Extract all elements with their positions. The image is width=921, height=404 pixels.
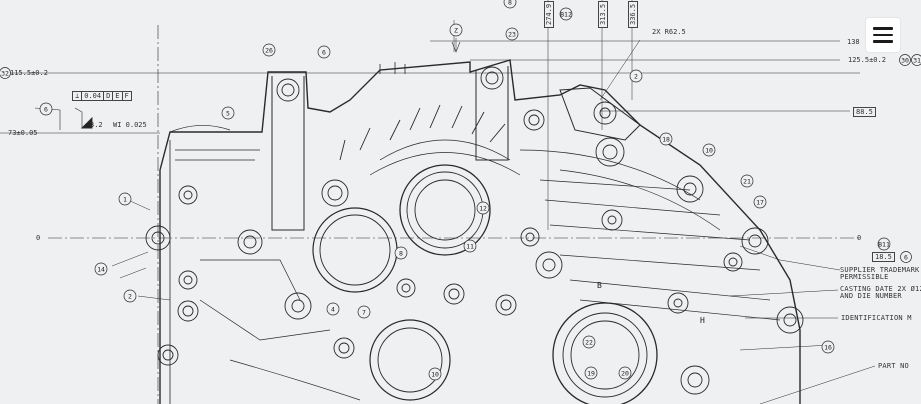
dim-313: 313.5 — [598, 0, 608, 28]
svg-text:H: H — [700, 316, 705, 325]
dim-88: 88.5 — [853, 107, 876, 117]
datum-d: D — [103, 92, 112, 100]
callout-ident: IDENTIFICATION M — [841, 314, 912, 322]
tolerance-symbol: ⊥ — [75, 92, 80, 100]
svg-text:B11: B11 — [878, 241, 890, 249]
callout-part: PART NO — [878, 362, 909, 370]
zero-left: 0 — [36, 234, 41, 242]
svg-text:7: 7 — [362, 309, 366, 317]
svg-text:26: 26 — [265, 47, 273, 55]
svg-text:B: B — [597, 281, 602, 290]
svg-text:18: 18 — [662, 136, 670, 144]
zero-right: 0 — [857, 234, 862, 242]
datum-f: F — [121, 92, 131, 100]
svg-text:14: 14 — [97, 266, 105, 274]
svg-text:17: 17 — [756, 199, 764, 207]
menu-icon-bar — [873, 40, 893, 43]
svg-text:Z: Z — [454, 27, 458, 35]
dim-274: 274.9 — [544, 0, 554, 28]
svg-text:11: 11 — [466, 243, 474, 251]
svg-text:20: 20 — [621, 370, 629, 378]
datum-e: E — [112, 92, 121, 100]
dim-115: 115.5±0.2 — [10, 69, 48, 77]
svg-text:5: 5 — [226, 110, 230, 118]
callout-supplier: SUPPLIER TRADEMARK PERMISSIBLE — [840, 266, 920, 281]
tolerance-value: 0.04 — [81, 92, 103, 100]
dim-73: 73±0.05 — [8, 129, 38, 137]
svg-text:6: 6 — [322, 49, 326, 57]
dim-125: 125.5±0.2 — [848, 56, 886, 64]
housing-outline — [159, 59, 801, 404]
svg-text:32: 32 — [1, 70, 9, 78]
svg-text:31: 31 — [913, 57, 921, 65]
svg-text:10: 10 — [705, 147, 713, 155]
balloon-callouts: 32 6 1 14 2 5 26 6 23 8 B12 Z 12 11 8 4 … — [0, 0, 921, 381]
svg-text:6: 6 — [904, 254, 908, 262]
svg-text:8: 8 — [508, 0, 512, 7]
surface-note: WI 0.025 — [113, 121, 147, 129]
svg-text:2: 2 — [634, 73, 638, 81]
surface-finish: 3.2 — [90, 121, 103, 129]
svg-text:10: 10 — [431, 371, 439, 379]
svg-text:1: 1 — [123, 196, 127, 204]
svg-text:23: 23 — [508, 31, 516, 39]
callout-casting: CASTING DATE 2X Ø12 AND DIE NUMBER — [840, 285, 921, 300]
dim-336: 336.5 — [628, 0, 638, 28]
svg-text:21: 21 — [743, 178, 751, 186]
menu-icon-bar — [873, 33, 893, 37]
svg-text:4: 4 — [331, 306, 335, 314]
tolerance-frame: ⊥ 0.04 D E F — [72, 91, 132, 101]
dim-18: 18.5 — [872, 252, 895, 262]
svg-text:8: 8 — [399, 250, 403, 258]
bolt-bosses — [145, 66, 804, 395]
svg-text:12: 12 — [479, 205, 487, 213]
dim-r62: 2X R62.5 — [652, 28, 686, 36]
menu-icon — [873, 27, 893, 30]
svg-text:22: 22 — [585, 339, 593, 347]
svg-text:16: 16 — [824, 344, 832, 352]
svg-text:2: 2 — [128, 293, 132, 301]
svg-text:6: 6 — [44, 106, 48, 114]
dim-138: 138 — [847, 38, 860, 46]
svg-text:B12: B12 — [560, 11, 572, 19]
svg-text:19: 19 — [587, 370, 595, 378]
menu-button[interactable] — [866, 18, 900, 52]
svg-text:30: 30 — [901, 57, 909, 65]
